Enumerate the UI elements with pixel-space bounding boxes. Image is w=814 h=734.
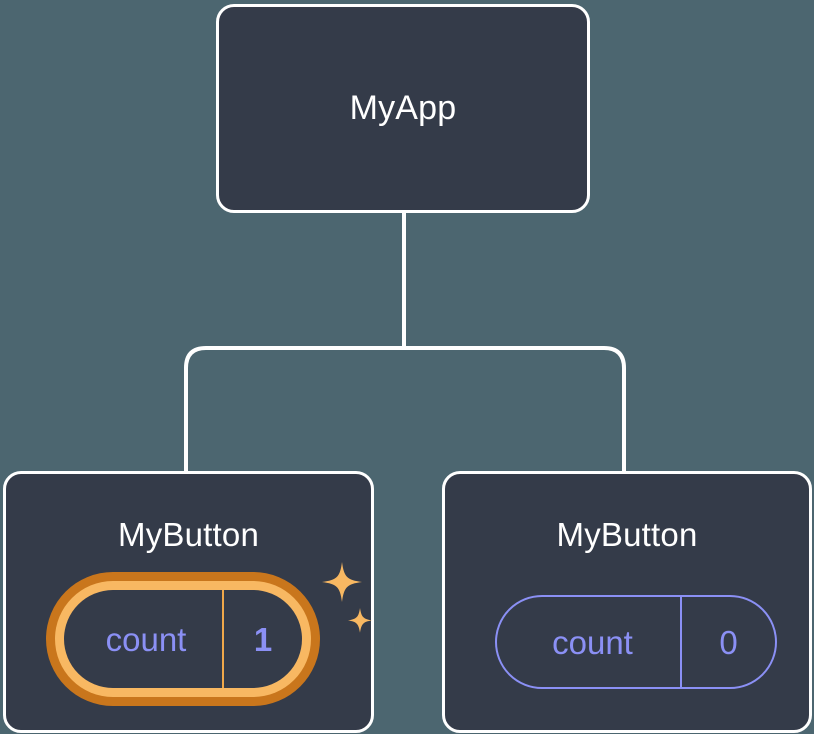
state-pill-inner-ring: count 1 (55, 581, 311, 697)
component-node-myapp[interactable]: MyApp (216, 4, 590, 213)
state-pill-plain[interactable]: count 0 (495, 595, 777, 689)
state-value-label: 0 (680, 597, 775, 687)
state-value-label: 1 (222, 590, 302, 688)
state-pill-outer-ring: count 1 (46, 572, 320, 706)
state-pill-body: count 1 (64, 590, 302, 688)
state-key-label: count (552, 623, 633, 661)
component-name-label: MyApp (349, 89, 457, 127)
state-key-label: count (105, 620, 187, 658)
state-pill-body: count 0 (495, 595, 777, 689)
component-name-label: MyButton (556, 516, 698, 553)
component-name-label: MyButton (118, 516, 259, 553)
state-pill-highlighted[interactable]: count 1 (46, 572, 320, 706)
